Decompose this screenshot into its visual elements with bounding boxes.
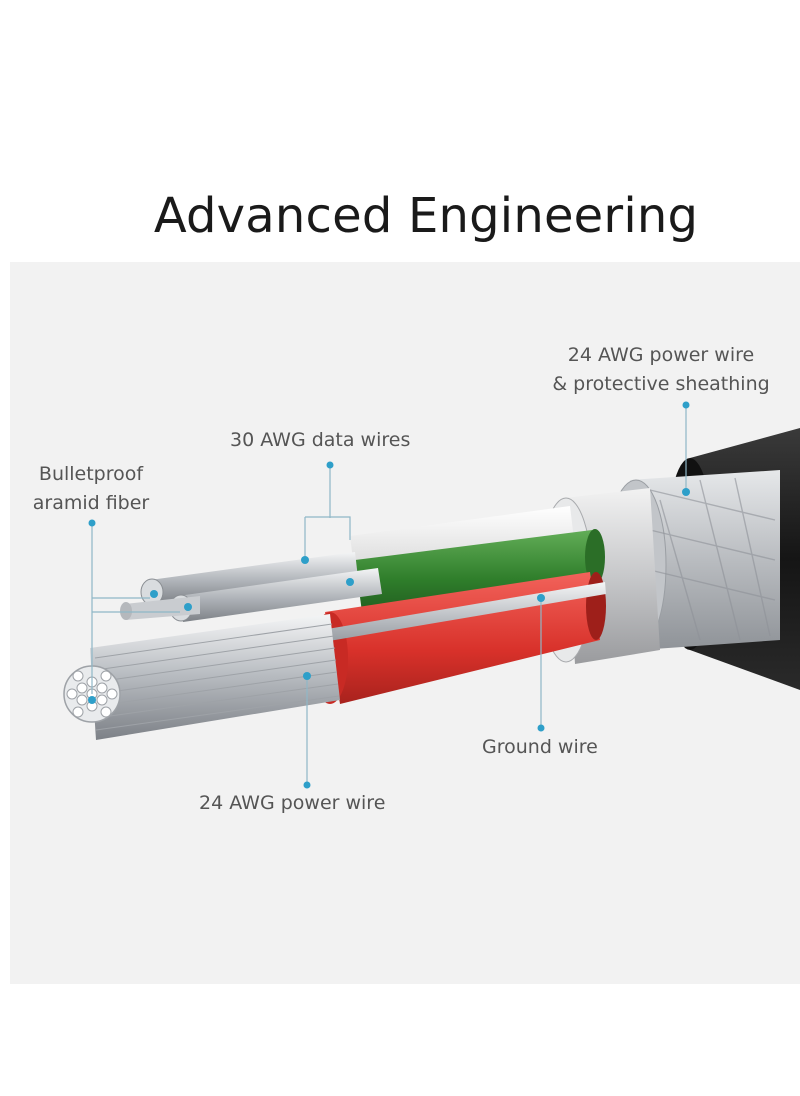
- label-ground-wire: Ground wire: [482, 736, 598, 758]
- label-line: Bulletproof: [38, 463, 144, 485]
- label-data-wires: 30 AWG data wires: [230, 429, 411, 451]
- callout-dots: [88, 401, 690, 789]
- label-line: 24 AWG power wire: [567, 344, 755, 366]
- page-title: Advanced Engineering: [153, 188, 699, 244]
- power-wire-conductor: [63, 614, 340, 740]
- label-line: & protective sheathing: [552, 373, 770, 395]
- label-aramid-fiber: Bulletproof aramid fiber: [28, 460, 154, 518]
- data-wire-conductors: [120, 552, 382, 622]
- label-power-wire-sheathing: 24 AWG power wire & protective sheathing: [545, 341, 777, 399]
- label-line: aramid fiber: [32, 492, 150, 514]
- callout-leaders: [91, 405, 687, 785]
- label-power-wire: 24 AWG power wire: [199, 792, 386, 814]
